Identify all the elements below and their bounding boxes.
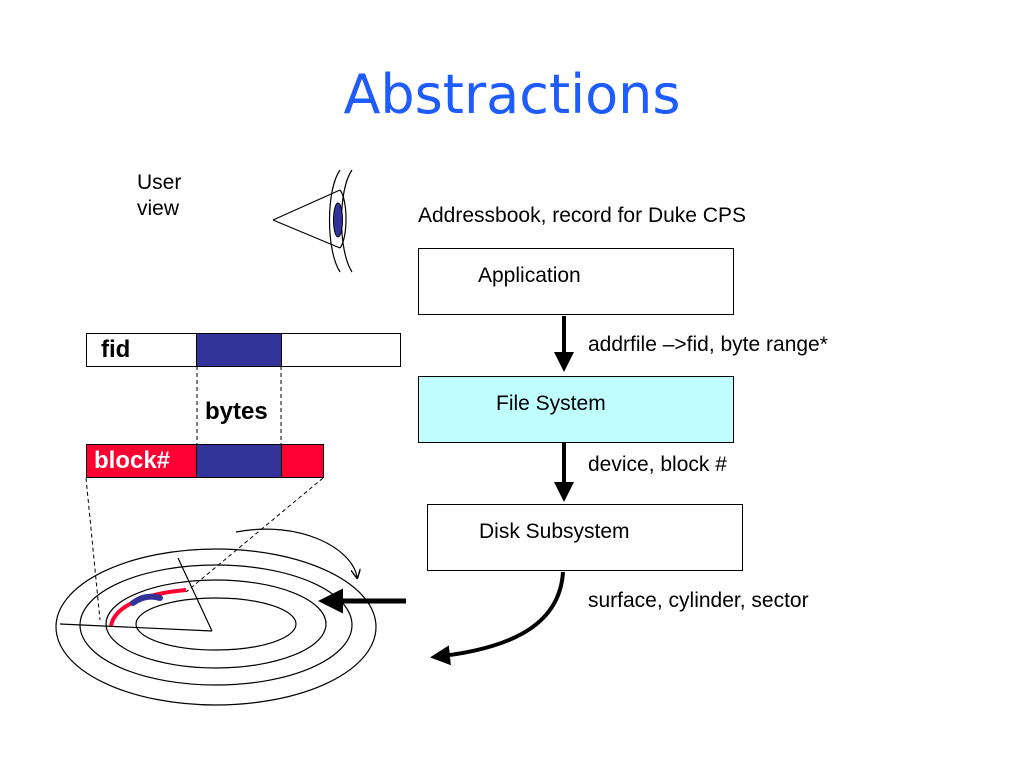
file-system-layer-box: File System [418, 376, 734, 443]
bytes-label: bytes [205, 398, 268, 425]
fid-byte-segment [196, 333, 282, 367]
dashed-block-to-platter-left [85, 477, 101, 621]
addrfile-caption: addrfile –>fid, byte range* [588, 333, 828, 356]
dashed-block-to-platter-right [185, 477, 324, 593]
file-system-label: File System [496, 392, 606, 415]
disk-subsystem-layer-box: Disk Subsystem [427, 504, 743, 571]
eye-icon [272, 169, 353, 273]
slide-title: Abstractions [343, 63, 681, 126]
application-label: Application [478, 264, 581, 287]
arrow-disk-to-platter [430, 571, 565, 666]
user-view-line-1: User [137, 171, 182, 194]
rotation-arrow-icon [235, 528, 357, 577]
user-view-line-2: view [137, 197, 180, 220]
disk-platter-icon [55, 528, 377, 706]
user-view-label: User view [137, 170, 207, 222]
application-layer-box: Application [418, 248, 734, 315]
eye-pupil [333, 202, 343, 238]
surface-cylinder-caption: surface, cylinder, sector [588, 589, 809, 612]
device-block-caption: device, block # [588, 453, 727, 476]
sector-arc-blue [130, 593, 163, 606]
addressbook-caption: Addressbook, record for Duke CPS [418, 204, 746, 227]
disk-subsystem-label: Disk Subsystem [479, 520, 630, 543]
fid-label: fid [101, 336, 131, 363]
block-label: block# [94, 447, 171, 474]
block-byte-segment [196, 444, 282, 478]
